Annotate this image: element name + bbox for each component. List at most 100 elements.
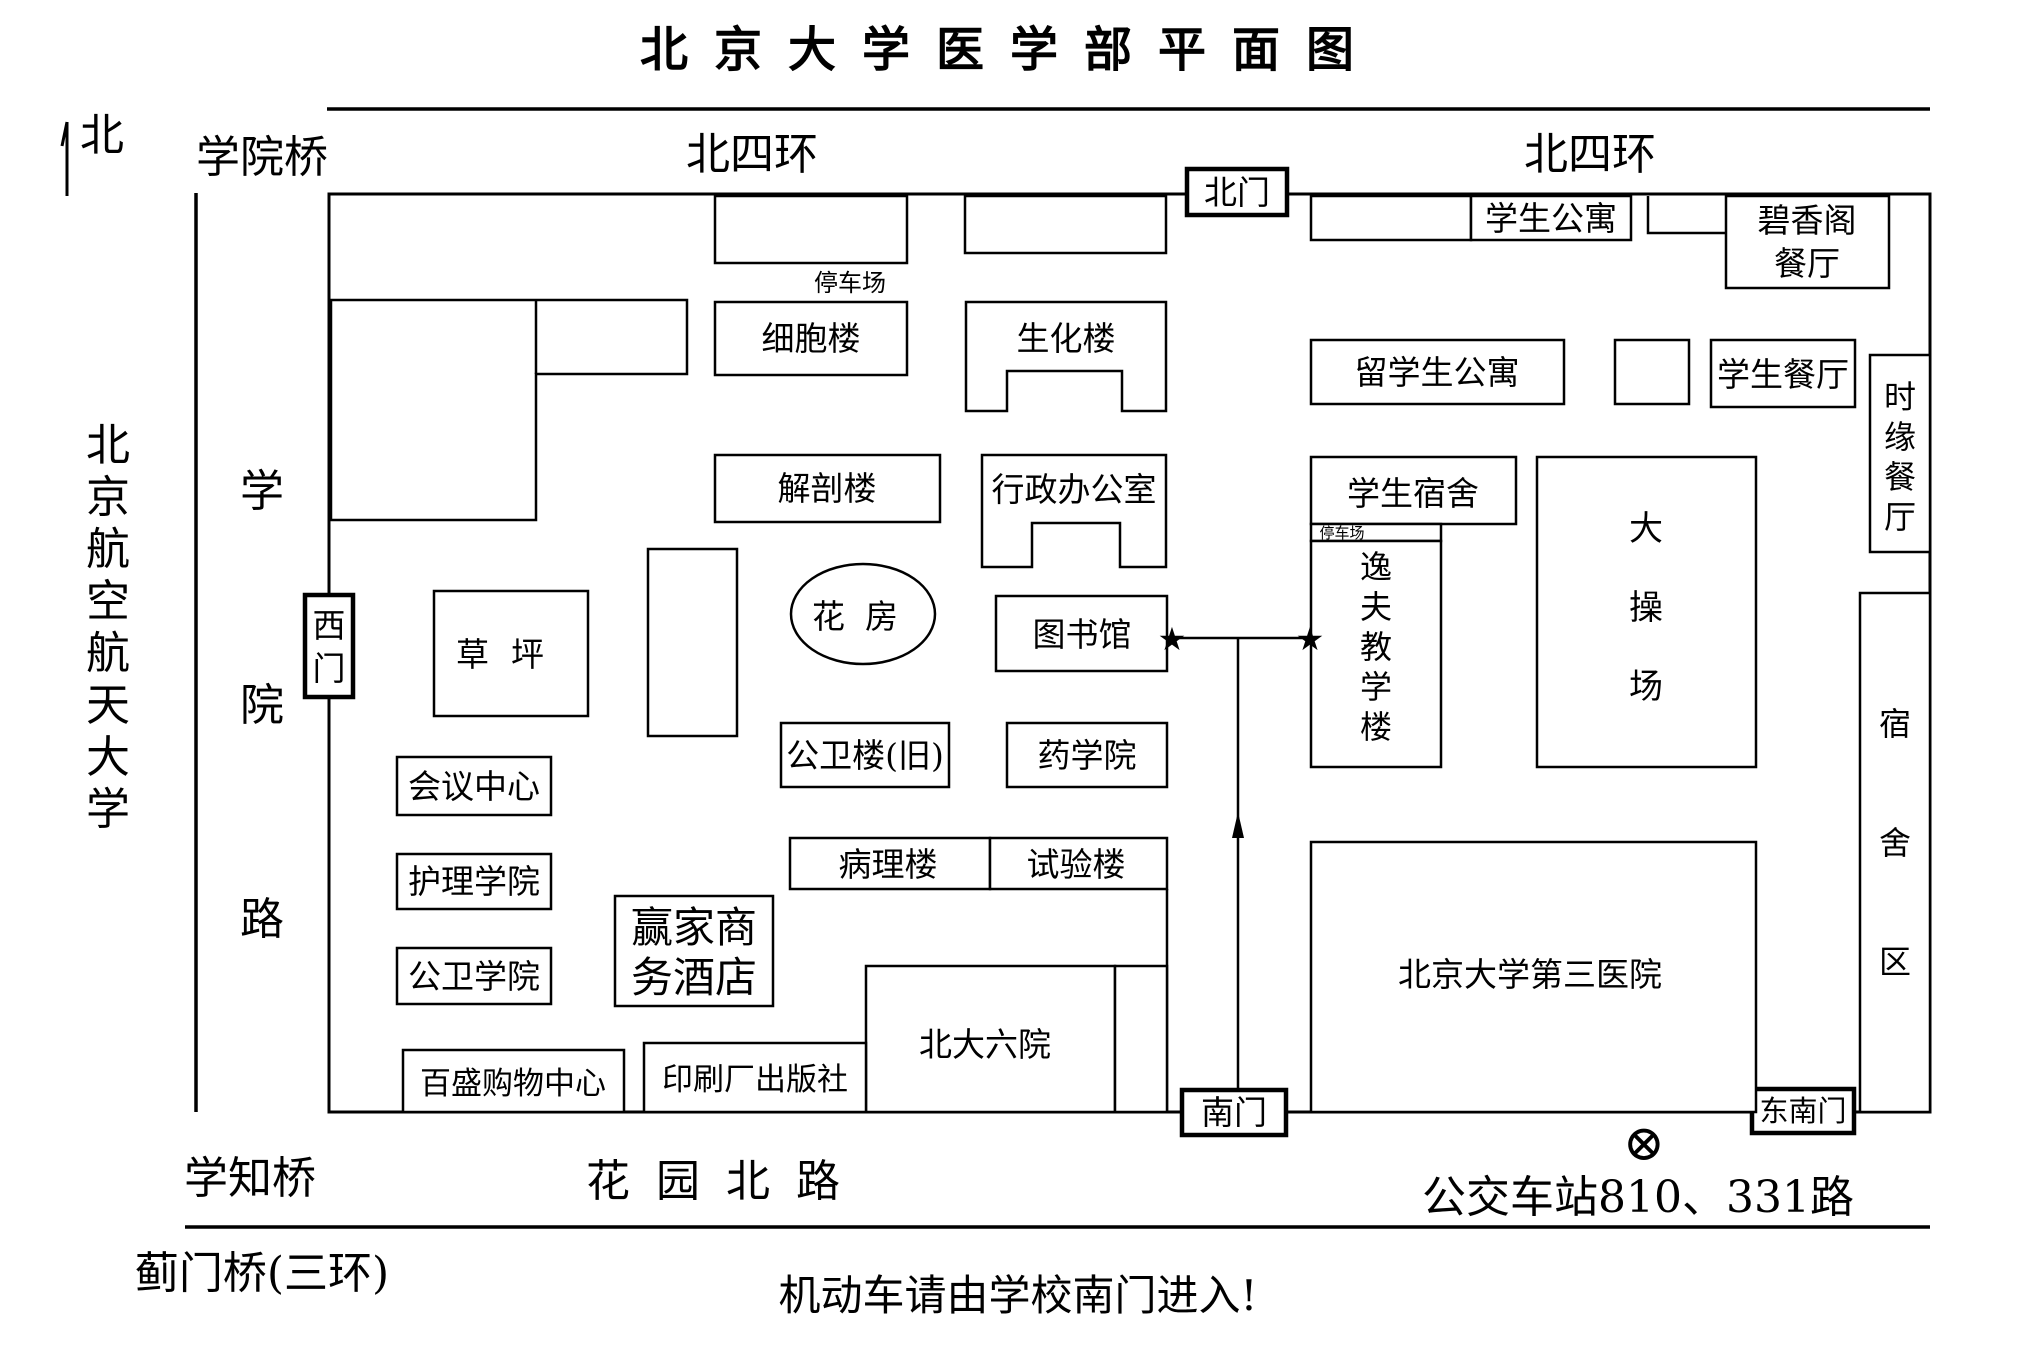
shiyuan-restaurant: [1868, 353, 1932, 554]
bus-stop-icon: ⊗: [1623, 1114, 1665, 1172]
svg-text:解剖楼: 解剖楼: [778, 469, 877, 508]
third-hospital: [1309, 840, 1758, 1114]
svg-text:细胞楼: 细胞楼: [762, 319, 861, 358]
north-gate: 北门: [1184, 166, 1290, 218]
svg-text:草坪: 草坪: [456, 635, 566, 674]
beihang-char: 航: [86, 524, 130, 575]
map-title: 北京大学医学部平面图: [640, 22, 1380, 78]
beihang-char: 大: [86, 732, 130, 783]
svg-text:生化楼: 生化楼: [1017, 319, 1116, 358]
north-east-building: [1309, 194, 1473, 242]
printing-press: [642, 1041, 868, 1114]
svg-text:图书馆: 图书馆: [1033, 615, 1132, 654]
shopping-center: [401, 1048, 626, 1114]
sixth-hospital: [864, 964, 1117, 1114]
svg-text:北门: 北门: [1204, 173, 1270, 212]
svg-text:西: 西: [313, 606, 346, 645]
bixiang-restaurant: [1724, 194, 1891, 290]
svg-text:学生餐厅: 学生餐厅: [1717, 355, 1849, 394]
svg-text:护理学院: 护理学院: [408, 862, 540, 901]
southwest-bridge-label: 学知桥: [184, 1153, 316, 1204]
anatomy-building: [713, 453, 942, 524]
svg-text:行政办公室: 行政办公室: [992, 470, 1157, 509]
yifu-star: ★: [1296, 620, 1325, 658]
yf-char: 逸: [1360, 548, 1392, 586]
entry-route: [1172, 636, 1310, 1090]
sy-char: 餐: [1884, 458, 1916, 496]
unlabeled-building: [646, 547, 739, 738]
student-apartment: [1469, 194, 1633, 242]
svg-text:餐厅: 餐厅: [1774, 244, 1840, 283]
svg-text:北京大学第三医院: 北京大学第三医院: [1398, 955, 1662, 994]
beihang-char: 学: [86, 784, 130, 835]
experiment-building: [988, 836, 1169, 891]
svg-text:试验楼: 试验楼: [1027, 845, 1126, 884]
svg-text:学: 学: [240, 466, 284, 517]
conference-center: [395, 755, 553, 817]
field-char: 大: [1629, 509, 1663, 549]
yf-char: 学: [1360, 668, 1392, 706]
sy-char: 缘: [1884, 418, 1916, 456]
student-dorm: [1309, 455, 1518, 526]
svg-text:会议中心: 会议中心: [408, 767, 540, 806]
west-building-block: [329, 298, 689, 522]
northwest-bridge-label: 学院桥: [196, 132, 328, 183]
southeast-gate: 东南门: [1749, 1086, 1857, 1136]
dorm-char: 宿: [1879, 705, 1911, 743]
dorm-char: 舍: [1879, 824, 1911, 862]
svg-text:药学院: 药学院: [1038, 736, 1137, 775]
sy-char: 时: [1884, 378, 1916, 416]
lawn: [432, 589, 590, 718]
pharmacy-school: [1005, 721, 1169, 789]
svg-text:公卫学院: 公卫学院: [408, 957, 540, 996]
svg-text:印刷厂出版社: 印刷厂出版社: [662, 1062, 848, 1098]
public-health-school: [395, 946, 553, 1006]
svg-text:务酒店: 务酒店: [631, 953, 757, 1002]
sports-field-label: 大操场: [1629, 509, 1663, 707]
north-road-left-label: 北四环: [686, 129, 818, 180]
cell-building: [713, 300, 909, 377]
admin-office-building: [980, 453, 1168, 569]
field-char: 操: [1629, 588, 1663, 628]
south-gate: 南门: [1179, 1087, 1289, 1138]
library-star: ★: [1158, 620, 1187, 658]
svg-text:百盛购物中心: 百盛购物中心: [420, 1066, 606, 1102]
yifu-building: [1309, 539, 1443, 769]
dorm-area-label: 宿舍区: [1879, 705, 1911, 981]
nursing-school: [395, 852, 553, 911]
sports-field: [1535, 455, 1758, 769]
bus-stop-label: 公交车站810、331路: [1422, 1172, 1854, 1223]
library: [994, 594, 1169, 673]
svg-text:留学生公寓: 留学生公寓: [1355, 353, 1520, 392]
parking-north-label: 停车场: [814, 269, 886, 297]
beihang-char: 空: [86, 576, 130, 627]
public-health-old-building: [779, 721, 951, 789]
dorm-area: [1858, 591, 1932, 1114]
yf-char: 楼: [1360, 708, 1392, 746]
beihang-char: 京: [86, 472, 130, 523]
biochem-building: [964, 300, 1168, 413]
beihang-char: 北: [86, 420, 130, 471]
bixiang-restaurant-connector: [1646, 196, 1726, 235]
north-building-1: [713, 194, 909, 265]
svg-text:东南门: 东南门: [1759, 1094, 1846, 1128]
yf-char: 教: [1360, 628, 1392, 666]
sixth-hospital-annex: [1113, 964, 1169, 1114]
svg-text:学生宿舍: 学生宿舍: [1347, 474, 1479, 513]
svg-text:南门: 南门: [1201, 1093, 1267, 1132]
svg-text:院: 院: [240, 680, 284, 731]
compass-north-label: 北: [80, 110, 124, 161]
sy-char: 厅: [1884, 498, 1916, 536]
small-building-east: [1613, 338, 1691, 406]
svg-text:门: 门: [313, 649, 346, 688]
svg-text:赢家商: 赢家商: [631, 903, 757, 952]
svg-text:碧香阁: 碧香阁: [1758, 201, 1857, 240]
south-road-label: 花园北路: [586, 1156, 866, 1207]
yf-char: 夫: [1360, 588, 1392, 626]
svg-text:北大六院: 北大六院: [919, 1025, 1051, 1064]
hotel: [613, 894, 775, 1008]
